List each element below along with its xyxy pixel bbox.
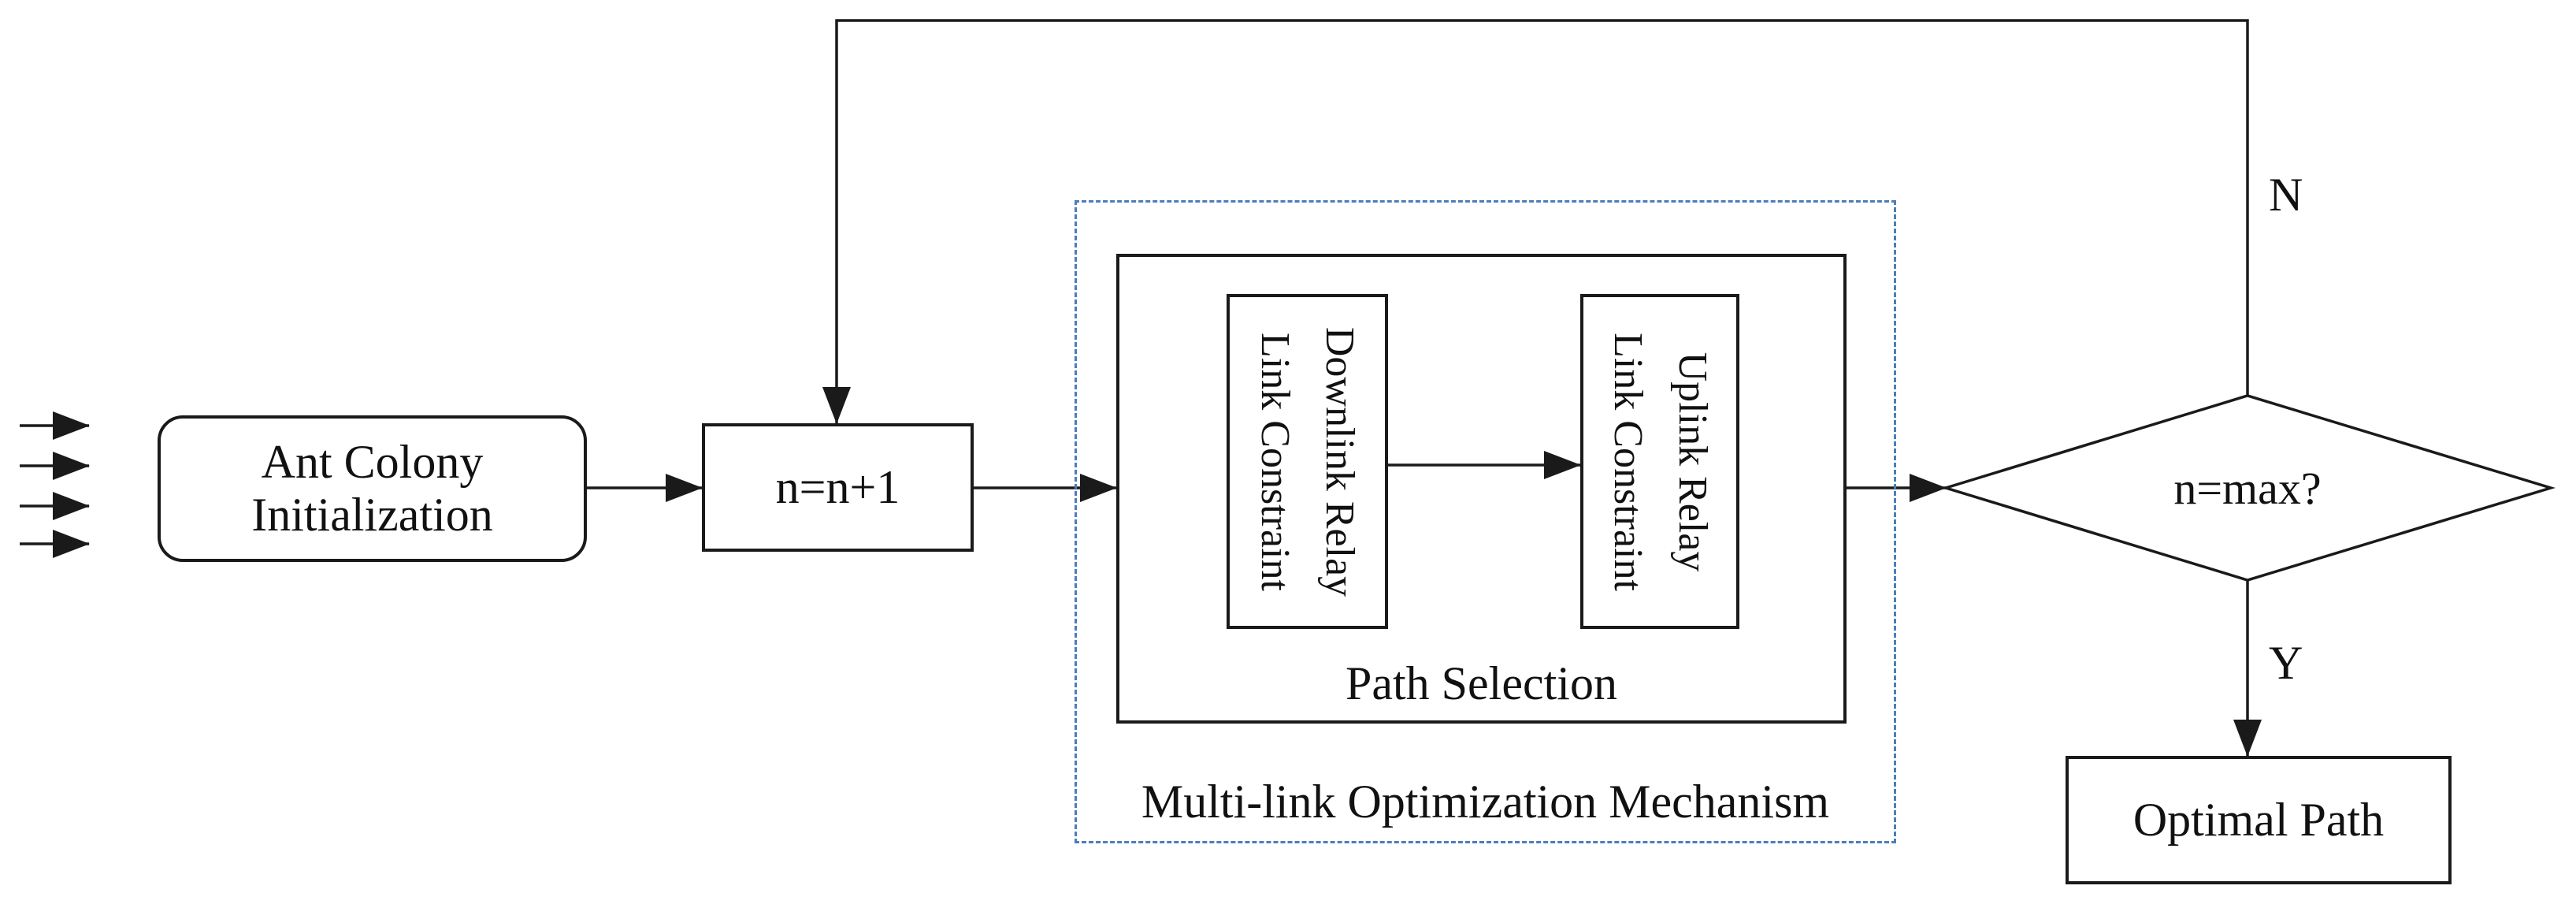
branch-label-no: N: [2269, 168, 2303, 221]
node-optimal-path: Optimal Path: [2066, 756, 2452, 884]
uplink-constraint-line1: Uplink Relay: [1670, 352, 1715, 571]
path-selection-caption: Path Selection: [1346, 657, 1617, 709]
group-multilink-mechanism: [1075, 200, 1896, 843]
decision-diamond-shape: [1941, 394, 2556, 582]
decision-label: n=max?: [2173, 462, 2322, 514]
node-optimal-path-label: Optimal Path: [2132, 793, 2385, 846]
downlink-constraint-line2: Link Constraint: [1253, 332, 1298, 591]
node-uplink-relay-constraint: [1580, 294, 1739, 629]
node-uplink-relay-constraint-text: Uplink Relay Link Constraint: [1580, 294, 1739, 629]
uplink-constraint-line2: Link Constraint: [1605, 332, 1650, 591]
node-downlink-relay-constraint: [1227, 294, 1388, 629]
connector-feedback-loop: [822, 19, 2249, 424]
node-ant-colony-line1: Ant Colony: [261, 435, 484, 488]
node-ant-colony-initialization: Ant Colony Initialization: [158, 415, 587, 562]
branch-label-yes: Y: [2269, 636, 2303, 689]
node-increment: n=n+1: [702, 423, 974, 552]
group-path-selection: [1116, 254, 1847, 724]
node-downlink-relay-constraint-text: Downlink Relay Link Constraint: [1227, 294, 1388, 629]
mechanism-caption: Multi-link Optimization Mechanism: [1141, 775, 1830, 828]
node-ant-colony-line2: Initialization: [251, 489, 493, 541]
node-increment-label: n=n+1: [775, 460, 900, 513]
downlink-constraint-line1: Downlink Relay: [1317, 326, 1363, 597]
